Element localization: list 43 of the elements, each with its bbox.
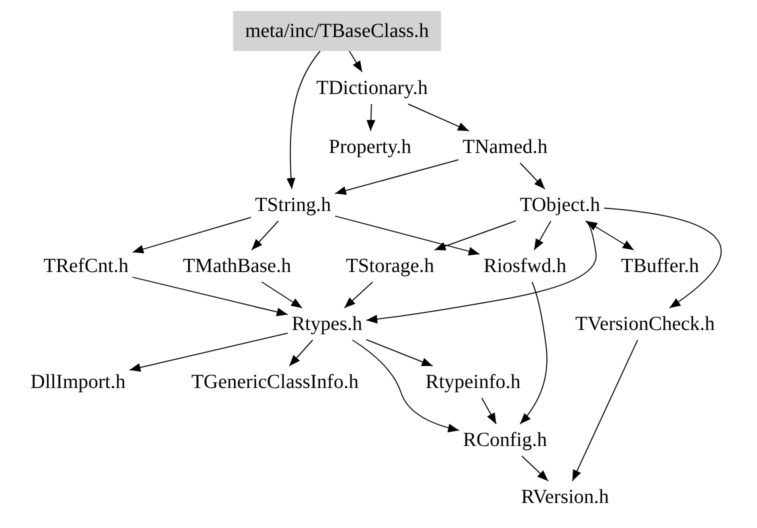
- arrow: [261, 282, 303, 308]
- file-name: TMathBase.h: [178, 250, 296, 282]
- arrow: [334, 216, 480, 256]
- arrow: [132, 216, 252, 254]
- arrow: [434, 220, 516, 250]
- file-name: TVersionCheck.h: [571, 308, 719, 340]
- arrow: [534, 220, 552, 250]
- file-name: Riosfwd.h: [480, 250, 570, 282]
- file-name: TDictionary.h: [312, 72, 432, 104]
- arrow: [521, 456, 549, 482]
- arrow: [288, 340, 314, 366]
- file-name: TObject.h: [516, 189, 604, 221]
- file-name: Rtypes.h: [288, 308, 366, 340]
- arrow: [344, 282, 374, 308]
- arrow: [481, 398, 497, 424]
- arrow: [572, 340, 638, 482]
- arrow: [366, 104, 376, 132]
- arrow: [366, 339, 434, 366]
- arrow: [286, 50, 321, 190]
- file-name: TStorage.h: [342, 250, 438, 282]
- file-box: meta/inc/TBaseClass.h: [233, 11, 441, 51]
- file-name: TBuffer.h: [617, 250, 703, 282]
- file-name: TString.h: [250, 189, 336, 221]
- arrow: [366, 220, 596, 324]
- arrow: [586, 220, 634, 250]
- file-name: Rtypeinfo.h: [422, 366, 524, 398]
- arrow: [604, 208, 722, 308]
- arrow: [334, 159, 459, 195]
- file-name: TNamed.h: [458, 131, 552, 163]
- arrow: [408, 104, 470, 132]
- arrow: [251, 220, 279, 250]
- arrow: [129, 332, 288, 372]
- arrow: [132, 276, 288, 316]
- arrow: [348, 50, 363, 72]
- file-name: Property.h: [324, 131, 416, 163]
- file-name: DllImport.h: [26, 366, 130, 398]
- file-name: RVersion.h: [517, 481, 613, 513]
- file-name: RConfig.h: [459, 424, 551, 456]
- arrow: [352, 340, 460, 432]
- file-name: TGenericClassInfo.h: [187, 366, 363, 398]
- arrow: [520, 162, 546, 190]
- file-name: TRefCnt.h: [40, 250, 132, 282]
- arrow: [520, 282, 548, 424]
